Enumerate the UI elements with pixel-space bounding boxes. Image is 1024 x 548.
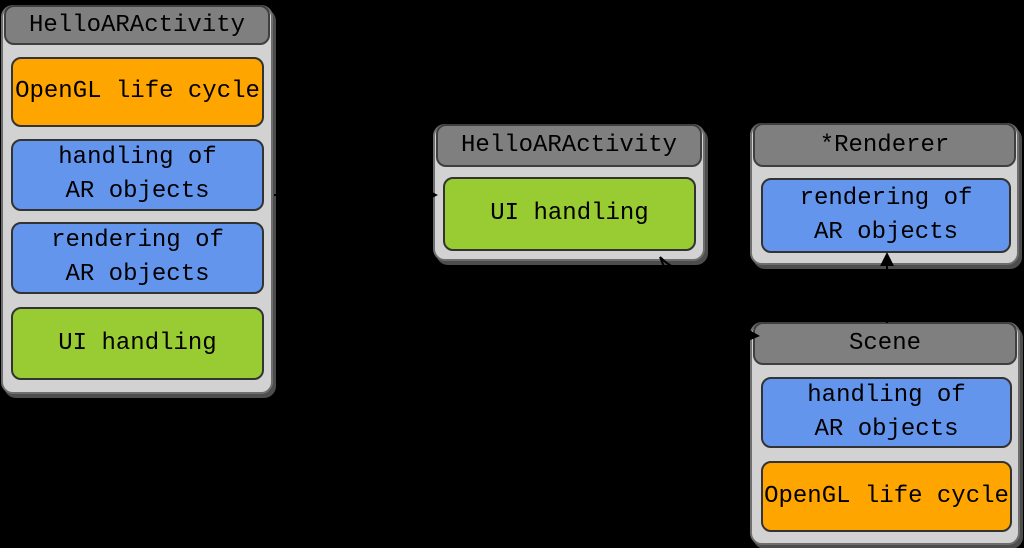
- class-title-activity: HelloARActivity: [460, 132, 678, 159]
- responsibility-handling-of-ar-objects: handling of AR objects: [761, 377, 1012, 448]
- responsibility-handling-of-ar-objects: handling of AR objects: [11, 139, 264, 211]
- responsibility-rendering-of-ar-objects: rendering of AR objects: [11, 222, 264, 294]
- class-header-scene: Scene: [753, 322, 1017, 365]
- responsibility-opengl-life-cycle: OpenGL life cycle: [11, 57, 264, 127]
- class-title-before: HelloARActivity: [28, 11, 246, 39]
- class-header-activity: HelloARActivity: [436, 124, 702, 167]
- arrow-activity-to-scene: [659, 256, 747, 335]
- responsibility-opengl-life-cycle: OpenGL life cycle: [761, 461, 1012, 532]
- responsibility-ui-handling: UI handling: [11, 307, 264, 380]
- class-title-renderer: *Renderer: [819, 131, 950, 159]
- class-header-before: HelloARActivity: [4, 5, 270, 45]
- responsibility-ui-handling: UI handling: [443, 177, 696, 251]
- responsibility-rendering-of-ar-objects: rendering of AR objects: [761, 178, 1011, 253]
- class-header-renderer: *Renderer: [753, 123, 1016, 167]
- class-title-scene: Scene: [848, 330, 921, 357]
